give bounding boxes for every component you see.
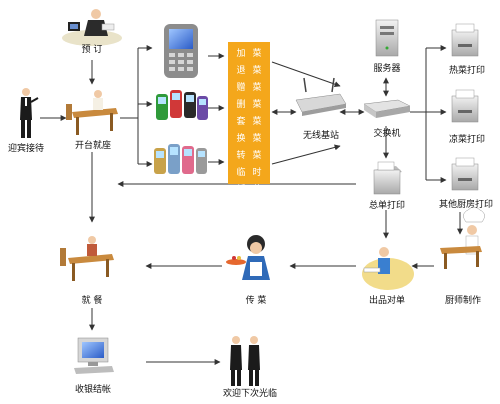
hot-dish-printer-icon (451, 23, 479, 57)
label-wireless-base: 无线基站 (302, 131, 339, 141)
label-open-table: 开台就座 (74, 141, 111, 151)
greeter-illustration (20, 88, 39, 138)
label-reserve: 预 订 (81, 45, 103, 55)
label-master-print: 总单打印 (368, 201, 405, 211)
server-icon (375, 19, 399, 57)
label-switch: 交换机 (373, 129, 401, 139)
label-dish-check: 出品对单 (368, 296, 405, 306)
wireless-router-icon (295, 77, 347, 116)
label-serve: 传 菜 (245, 296, 267, 306)
reserve-illustration (62, 9, 122, 46)
operations-right-column: 菜菜菜菜菜菜菜时菜 (252, 49, 262, 195)
network-switch-icon (363, 99, 411, 118)
operations-left-column: 加退赠删套换转临缓 (236, 49, 246, 195)
dish-check-illustration (362, 247, 414, 290)
pda-phones-icon (154, 144, 207, 174)
farewell-staff-illustration (230, 336, 260, 386)
other-kitchen-printer-icon (451, 157, 479, 191)
label-server: 服务器 (373, 64, 401, 74)
order-operations-box: 加退赠删套换转临缓 菜菜菜菜菜菜菜时菜 (228, 42, 270, 195)
label-hot-print: 热菜打印 (448, 66, 485, 76)
master-printer-icon (373, 161, 402, 195)
chef-illustration (440, 206, 485, 269)
connectors (40, 45, 463, 365)
dining-illustration (60, 236, 114, 281)
label-chef: 厨师制作 (444, 296, 481, 306)
label-greeter: 迎宾接待 (7, 144, 44, 154)
label-other-print: 其他厨房打印 (438, 200, 493, 210)
cold-dish-printer-icon (451, 89, 479, 123)
cash-register-icon (74, 337, 114, 374)
label-cold-print: 凉菜打印 (448, 135, 485, 145)
open-table-illustration (66, 90, 118, 135)
label-dining: 就 餐 (81, 296, 103, 306)
waitress-illustration (226, 235, 270, 280)
label-checkout: 收银结帐 (74, 385, 111, 395)
label-farewell: 欢迎下次光临 (222, 389, 277, 399)
handheld-terminal-icon (164, 24, 198, 78)
mobile-phones-icon (156, 90, 208, 120)
